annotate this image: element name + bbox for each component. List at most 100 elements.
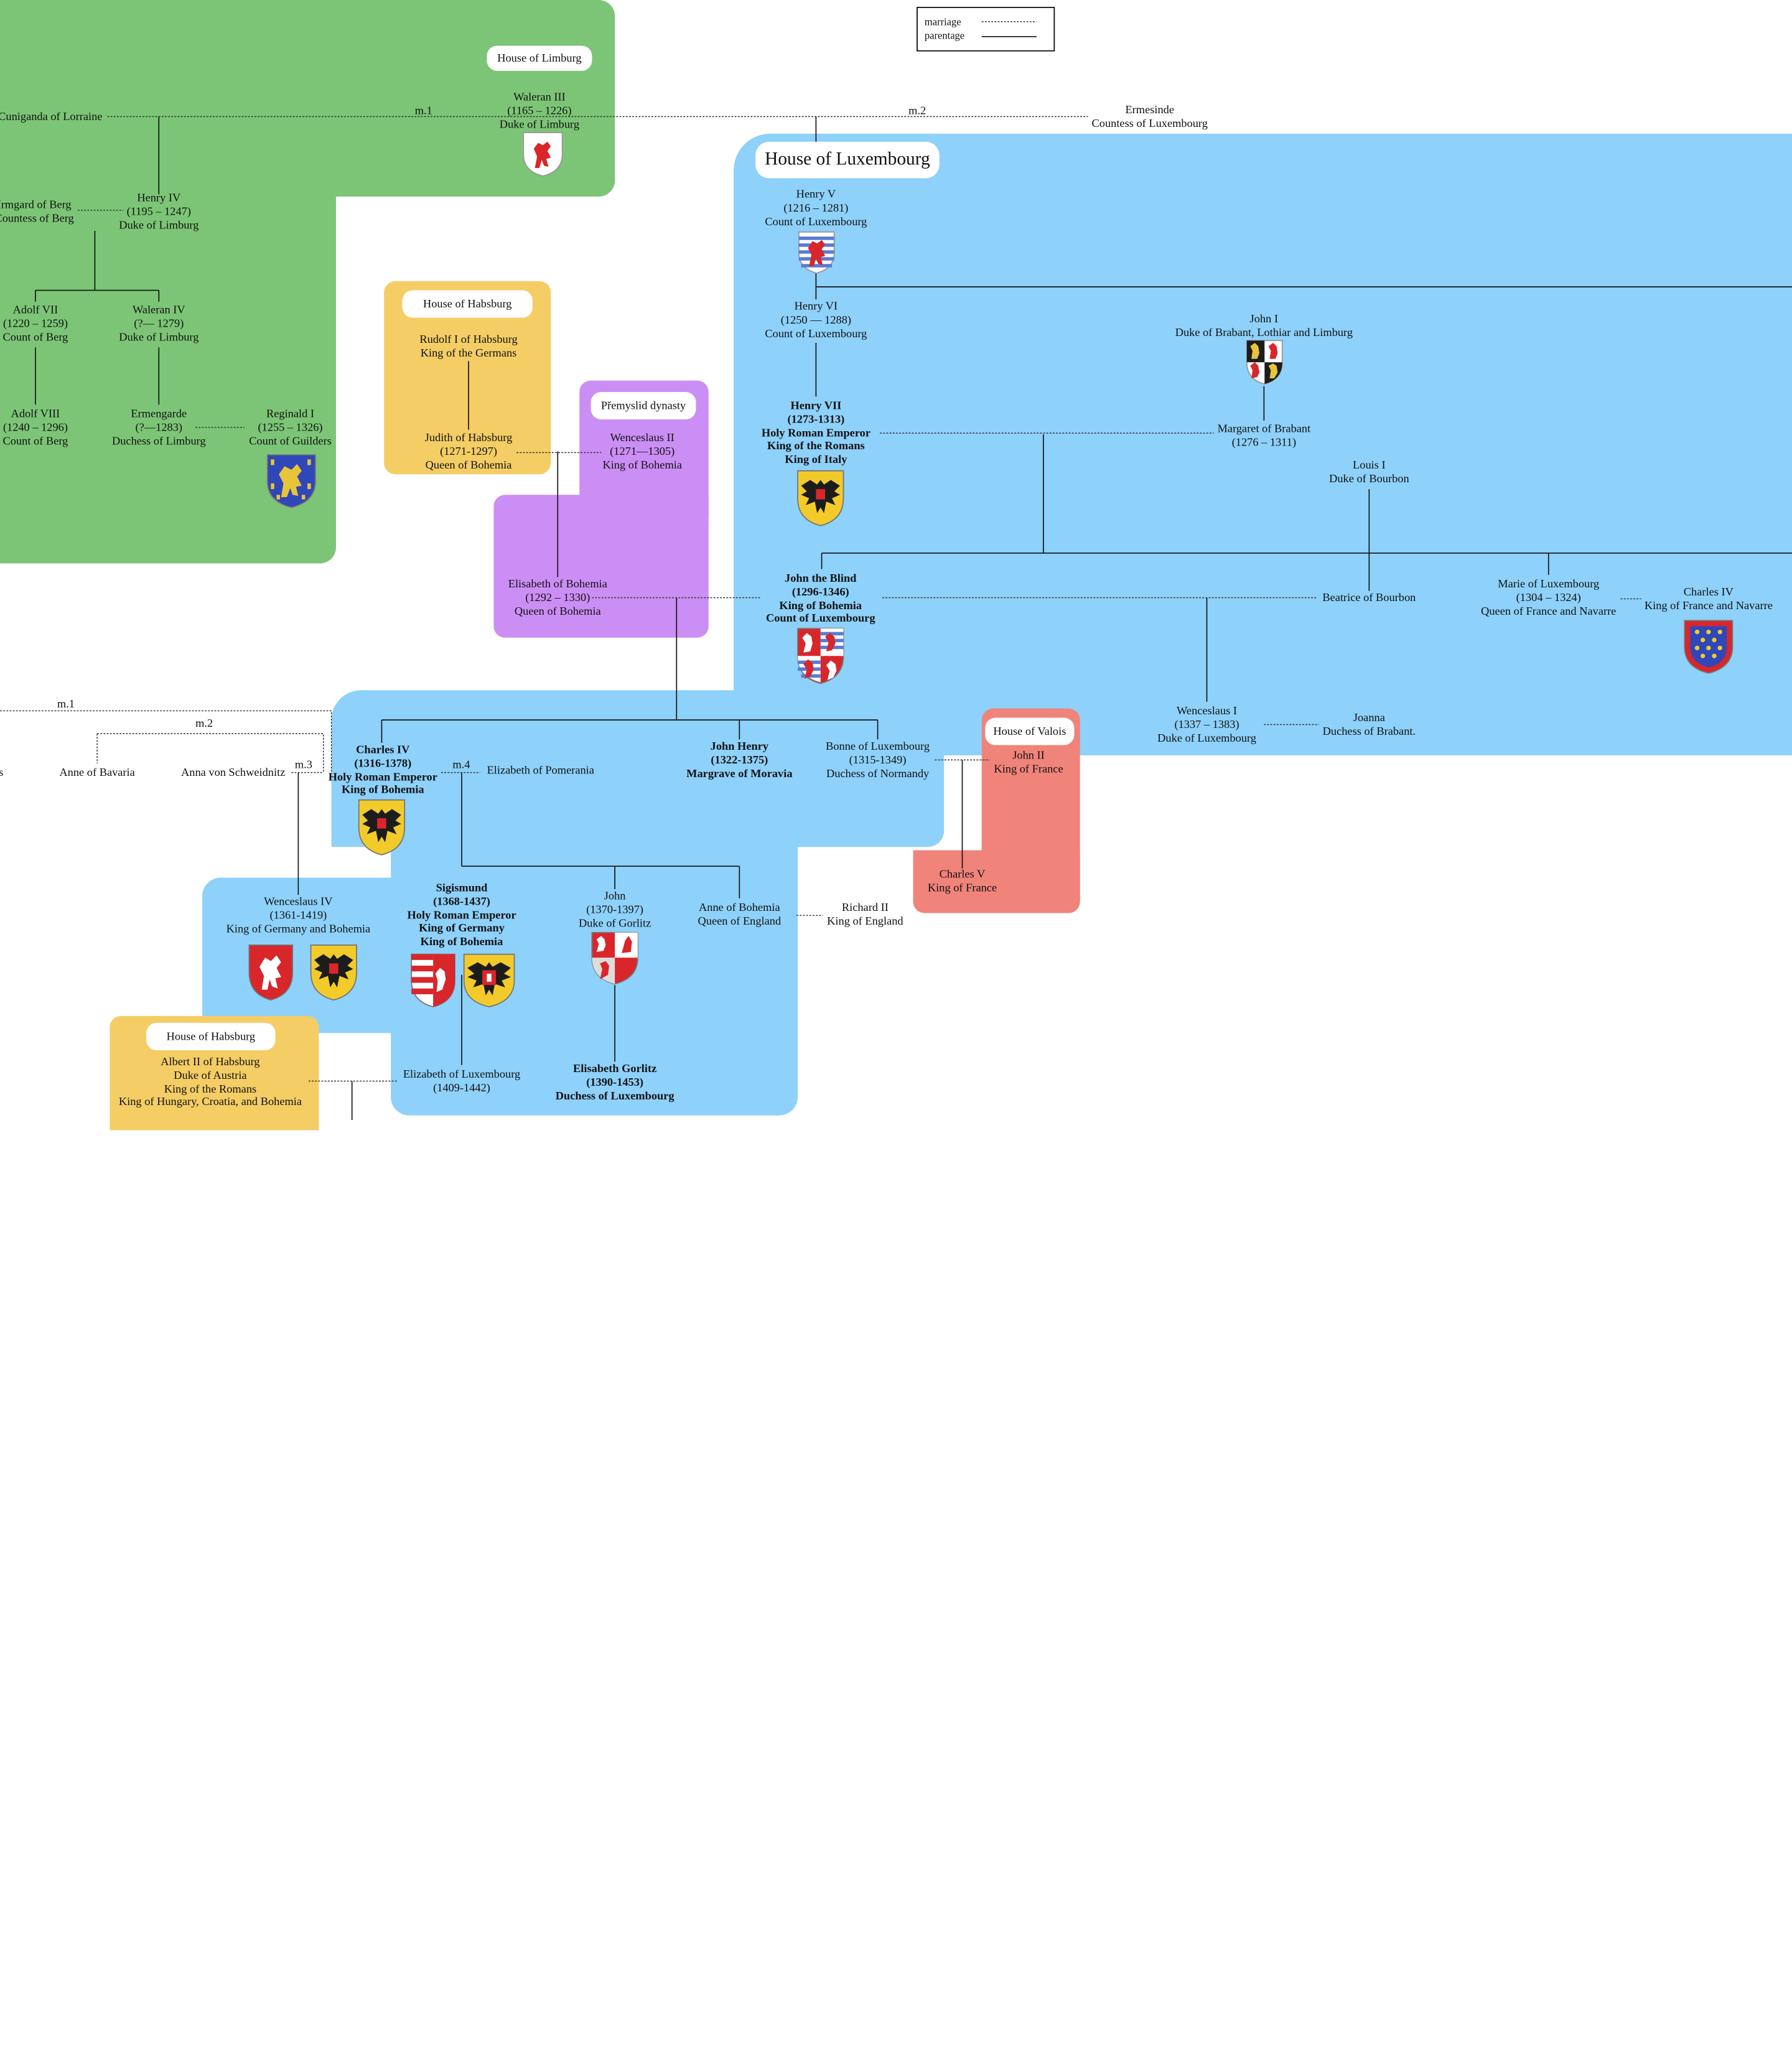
person-text-line: Duke of Limburg (119, 218, 199, 232)
person-text-line: Duchess of Brabant. (1322, 725, 1416, 739)
house-luxembourg-title: House of Luxembourg (755, 141, 940, 179)
person-text-line: (1240 – 1296) (2, 421, 68, 434)
marriage-mark-m1: m.1 (414, 105, 432, 118)
person-margaret-of-brabant: Margaret of Brabant(1276 – 1311) (1218, 423, 1311, 450)
person-text-line: Duke of Luxembourg (1157, 732, 1256, 745)
person-text-line: (1368-1437) (433, 895, 490, 908)
limburg-lion-shield-icon (523, 132, 563, 177)
person-text-line: Reginald I (266, 408, 315, 421)
person-text-line: (1195 – 1247) (126, 205, 191, 218)
person-text-line: Sigismund (436, 882, 488, 895)
person-text-line: Duke of Austria (174, 1069, 247, 1082)
person-text-line: John II (1012, 749, 1045, 763)
france-navarre-shield-icon (1684, 620, 1734, 674)
marriage-mark-m3: m.3 (294, 758, 312, 772)
person-text-line: Duke of Limburg (119, 330, 199, 344)
person-text-line: Cuniganda of Lorraine (0, 111, 103, 124)
person-text-line: Count of Luxembourg (765, 327, 867, 340)
person-text-line: (1322-1375) (711, 753, 768, 767)
person-text-line: Wenceslaus II (610, 432, 674, 445)
person-text-line: King of France and Navarre (1644, 599, 1773, 613)
connector-lines (0, 116, 1792, 1120)
person-text-line: Count of Guilders (249, 435, 332, 448)
imperial-eagle-shield-icon-sigismund (463, 953, 515, 1008)
person-text-line: Waleran IV (132, 304, 185, 317)
legend: marriage parentage (917, 7, 1055, 52)
person-text-line: King of England (827, 915, 903, 928)
person-text-line: (1216 – 1281) (783, 202, 849, 215)
luxembourg-region-main (734, 133, 1792, 756)
person-text-line: Charles IV (356, 744, 410, 757)
house-valois-title: House of Valois (985, 717, 1075, 745)
person-bonne-of-luxembourg: Bonne of Luxembourg(1315-1349)Duchess of… (826, 740, 930, 781)
person-text-line: King of the Germans (420, 347, 517, 360)
person-text-line: (1296-1346) (791, 585, 849, 599)
person-text-line: Anne of Bohemia (699, 902, 780, 915)
person-text-line: Albert II of Habsburg (161, 1056, 260, 1069)
person-text-line: Margrave of Moravia (686, 767, 793, 780)
person-text-line: Joanna (1353, 712, 1385, 725)
person-text-line: King of the Romans (767, 440, 865, 454)
person-text-line: Count of Luxembourg (765, 215, 867, 228)
person-text-line: Charles IV (1683, 586, 1734, 599)
person-anna-von-schweidnitz: Anna von Schweidnitz (181, 767, 285, 780)
bohemian-lion-shield-icon (248, 945, 294, 1001)
imperial-eagle-shield-icon (797, 470, 844, 526)
marriage-mark-m2-lower: m.2 (195, 717, 213, 730)
person-text-line: Duke of Gorlitz (578, 917, 651, 930)
person-text-line: Elizabeth of Luxembourg (403, 1068, 521, 1081)
legend-line-samples (981, 21, 1037, 37)
person-john-of-gorlitz: John(1370-1397)Duke of Gorlitz (579, 890, 651, 931)
person-text-line: King of France (994, 763, 1063, 776)
marriage-mark-m2: m.2 (908, 105, 926, 118)
imperial-eagle-shield-icon-wenceslaus-iv (310, 945, 357, 1001)
person-john-the-blind: John the Blind(1296-1346)King of Bohemia… (766, 572, 875, 627)
person-text-line: Margaret of Brabant (1217, 422, 1311, 436)
person-text-line: Elisabeth Gorlitz (573, 1063, 657, 1076)
person-text-line: (?— 1279) (134, 317, 184, 330)
person-text-line: Queen of Bohemia (425, 459, 512, 472)
house-limburg-title: House of Limburg (487, 45, 592, 71)
person-text-line: King of the Romans (164, 1083, 257, 1096)
person-text-line: Rudolf I of Habsburg (419, 334, 518, 347)
person-text-line: (?—1283) (135, 421, 183, 434)
person-text-line: Henry VII (790, 399, 842, 413)
person-elisabeth-of-bohemia: Elisabeth of Bohemia(1292 – 1330)Queen o… (508, 578, 607, 618)
person-text-line: Count of Berg (2, 435, 68, 448)
person-text-line: (1370-1397) (586, 903, 644, 917)
person-text-line: (1271-1297) (440, 445, 497, 459)
person-text-line: Holy Roman Emperor (407, 909, 516, 922)
person-adolf-viii: Adolf VIII(1240 – 1296)Count of Berg (3, 408, 68, 449)
person-henry-v: Henry V(1216 – 1281)Count of Luxembourg (765, 189, 867, 229)
person-henry-iv: Henry IV(1195 – 1247)Duke of Limburg (119, 192, 198, 233)
person-text-line: (1273-1313) (787, 413, 845, 426)
person-text-line: Queen of France and Navarre (1481, 605, 1617, 618)
premyslid-dynasty-title: Přemyslid dynasty (590, 391, 696, 420)
person-text-line: John (604, 890, 626, 903)
person-text-line: Louis I (1353, 459, 1386, 472)
person-text-line: King of Bohemia (602, 459, 682, 472)
person-text-line: Duchess of Limburg (111, 435, 206, 448)
person-wenceslaus-iv: Wenceslaus IV(1361-1419)King of Germany … (226, 896, 371, 936)
person-text-line: Queen of Bohemia (514, 605, 601, 618)
person-text-line: Anne of Bavaria (59, 767, 135, 780)
person-text-line: King of Bohemia (341, 784, 424, 797)
person-cuniganda-of-lorraine: Cuniganda of Lorraine (0, 111, 102, 124)
person-beatrice-of-bourbon: Beatrice of Bourbon (1322, 592, 1416, 605)
person-text-line: Ermesinde (1125, 104, 1174, 117)
person-text-line: Duke of Limburg (499, 118, 580, 131)
person-elisabeth-gorlitz: Elisabeth Gorlitz(1390-1453)Duchess of L… (556, 1063, 674, 1103)
person-text-line: (1276 – 1311) (1231, 436, 1297, 449)
person-text-line: (1250 — 1288) (780, 314, 852, 327)
person-text-line: King of Hungary, Croatia, and Bohemia (118, 1096, 302, 1109)
legend-parentage-label: parentage (924, 29, 965, 42)
person-text-line: (1220 – 1259) (2, 317, 68, 330)
